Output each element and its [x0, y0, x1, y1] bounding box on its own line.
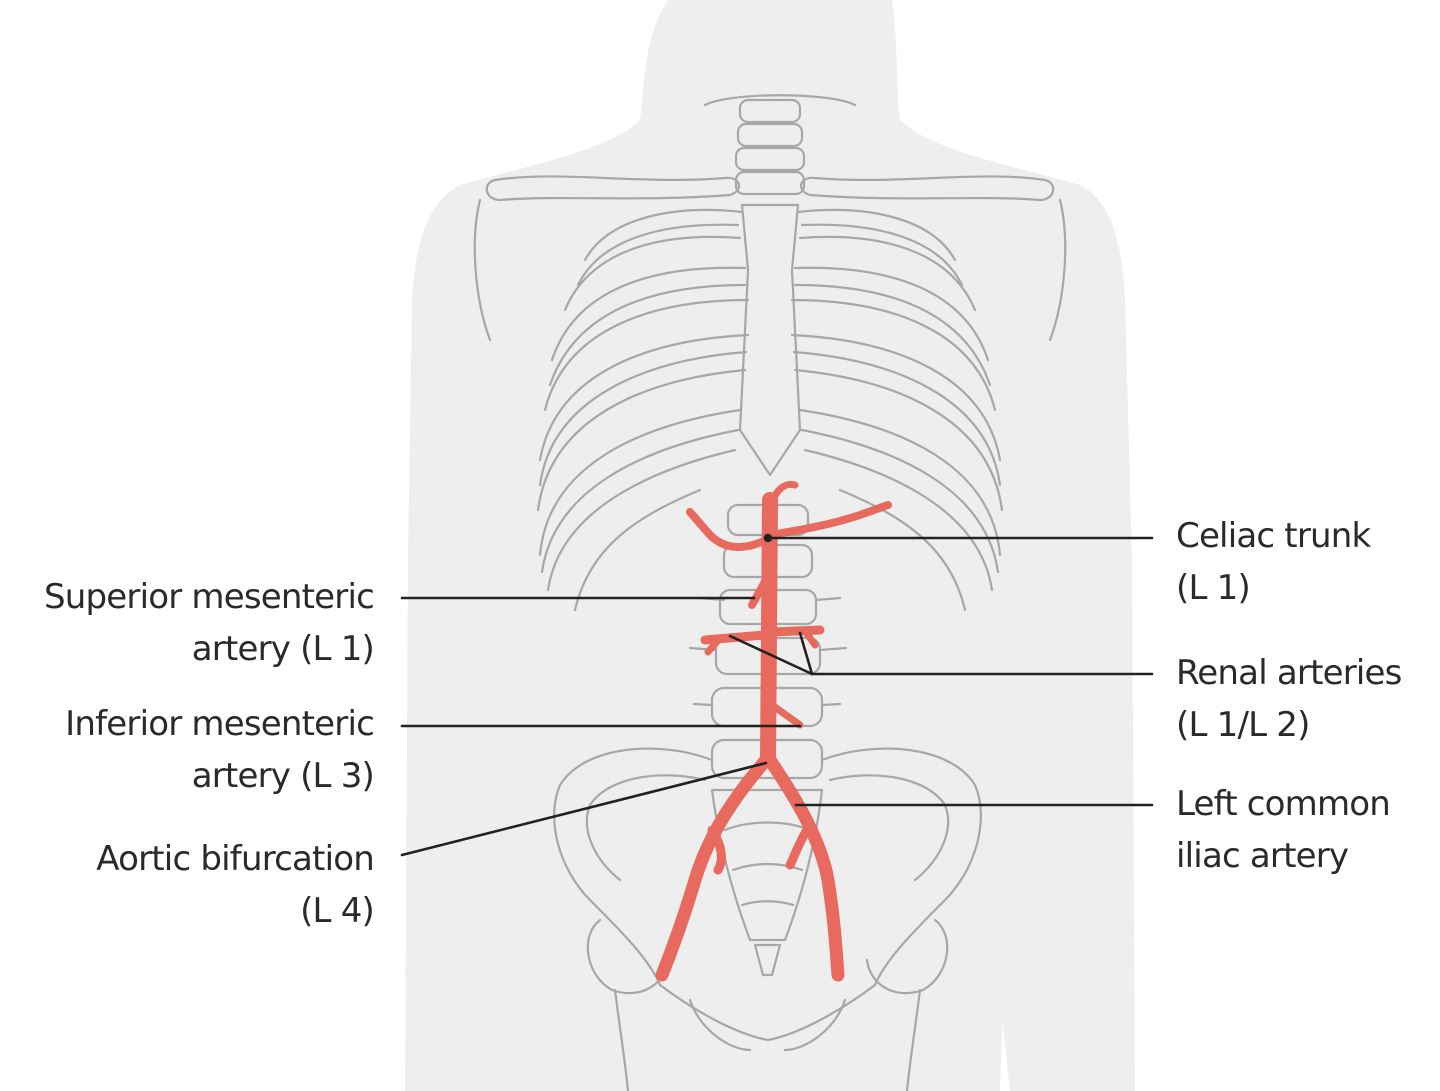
- leader-aortic-bifurcation: [400, 761, 768, 857]
- inferior-mesenteric-artery: [768, 701, 804, 729]
- rib-inner: [548, 283, 747, 387]
- cervical-vertebra: [736, 122, 804, 148]
- sacrum-line: [723, 821, 812, 832]
- label-inferior-mesenteric-line2: artery (L 3): [191, 756, 375, 796]
- leader-renal-left: [798, 631, 814, 676]
- skeleton: [473, 94, 1067, 1091]
- label-inferior-mesenteric-line1: Inferior mesenteric: [65, 704, 375, 744]
- rib: [796, 208, 957, 262]
- rib: [798, 235, 977, 312]
- rib: [803, 448, 994, 592]
- iliac-wing-left: [820, 747, 982, 987]
- rib-inner: [792, 350, 1002, 487]
- rib: [538, 408, 742, 557]
- renal-artery-left: [767, 625, 825, 637]
- rib: [536, 368, 747, 512]
- rib-inner: [538, 350, 748, 487]
- femur-right: [613, 988, 630, 1091]
- label-aortic-bifurcation-line2: (L 4): [300, 891, 375, 931]
- left-common-iliac: [763, 753, 845, 982]
- obturator-left: [783, 998, 847, 1052]
- iliac-wing-right-inner: [585, 774, 707, 882]
- rib: [543, 298, 750, 412]
- label-superior-mesenteric-line2: artery (L 1): [191, 629, 375, 669]
- rib: [583, 208, 744, 262]
- left-internal-iliac: [785, 820, 815, 870]
- acetabulum-left: [865, 918, 949, 995]
- label-celiac-trunk-line1: Celiac trunk: [1176, 516, 1371, 556]
- iliac-wing-right: [553, 747, 714, 987]
- rib: [793, 266, 990, 362]
- cervical-vertebra: [734, 170, 806, 196]
- pubic-arch: [658, 983, 877, 1042]
- leader-lines: [400, 533, 1154, 857]
- sternum: [738, 203, 802, 477]
- arteries: [655, 480, 892, 982]
- label-aortic-bifurcation-line1: Aortic bifurcation: [96, 839, 375, 879]
- rib: [790, 333, 1002, 462]
- label-renal-arteries-line1: Renal arteries: [1176, 653, 1402, 693]
- right-common-iliac: [655, 753, 773, 982]
- rib-inner: [576, 223, 740, 287]
- label-celiac-trunk: Celiac trunk (L 1): [1176, 510, 1371, 614]
- label-left-common-iliac: Left common iliac artery: [1176, 778, 1391, 882]
- sacrum-line: [740, 900, 795, 907]
- label-superior-mesenteric: Superior mesenteric artery (L 1): [43, 571, 375, 675]
- jaw-outline: [703, 94, 857, 107]
- cervical-vertebra: [734, 146, 806, 172]
- obturator-right: [688, 998, 752, 1052]
- rib: [573, 488, 702, 612]
- clavicle-right: [485, 175, 741, 202]
- celiac-top-branch: [768, 480, 799, 509]
- label-superior-mesenteric-line1: Superior mesenteric: [43, 577, 375, 617]
- right-internal-iliac: [707, 825, 726, 875]
- rib: [798, 408, 1002, 557]
- coccyx: [753, 943, 782, 977]
- label-left-common-iliac-line1: Left common: [1176, 784, 1391, 824]
- sacrum-line: [731, 862, 804, 872]
- renal-artery-right-branch: [704, 634, 724, 656]
- rib: [790, 298, 997, 412]
- rib-inner: [793, 283, 992, 387]
- rib: [550, 266, 747, 362]
- renal-artery-left-branch: [801, 627, 819, 649]
- shoulder-left: [1048, 198, 1067, 342]
- label-renal-arteries: Renal arteries (L 1/L 2): [1176, 647, 1402, 751]
- shoulder-right: [473, 198, 492, 342]
- femur-left: [905, 988, 922, 1091]
- superior-mesenteric-artery: [748, 576, 770, 609]
- label-inferior-mesenteric: Inferior mesenteric artery (L 3): [65, 698, 375, 802]
- rib: [546, 448, 737, 592]
- label-left-common-iliac-line2: iliac artery: [1176, 836, 1349, 876]
- rib: [838, 488, 967, 612]
- label-celiac-trunk-line2: (L 1): [1176, 568, 1251, 608]
- rib: [793, 368, 1004, 512]
- label-aortic-bifurcation: Aortic bifurcation (L 4): [96, 833, 375, 937]
- rib: [538, 333, 750, 462]
- rib-inner: [800, 428, 1000, 574]
- rib-inner: [540, 428, 740, 574]
- leader-celiac-dot: [763, 533, 773, 543]
- clavicle-left: [799, 175, 1055, 202]
- cervical-vertebra: [738, 98, 802, 124]
- transverse-process: [692, 702, 842, 707]
- celiac-branch-left: [766, 501, 892, 539]
- rib: [563, 235, 742, 312]
- label-renal-arteries-line2: (L 1/L 2): [1176, 705, 1310, 745]
- celiac-branch-right: [686, 508, 770, 551]
- rib-inner: [800, 223, 964, 287]
- leader-renal-right: [728, 634, 814, 676]
